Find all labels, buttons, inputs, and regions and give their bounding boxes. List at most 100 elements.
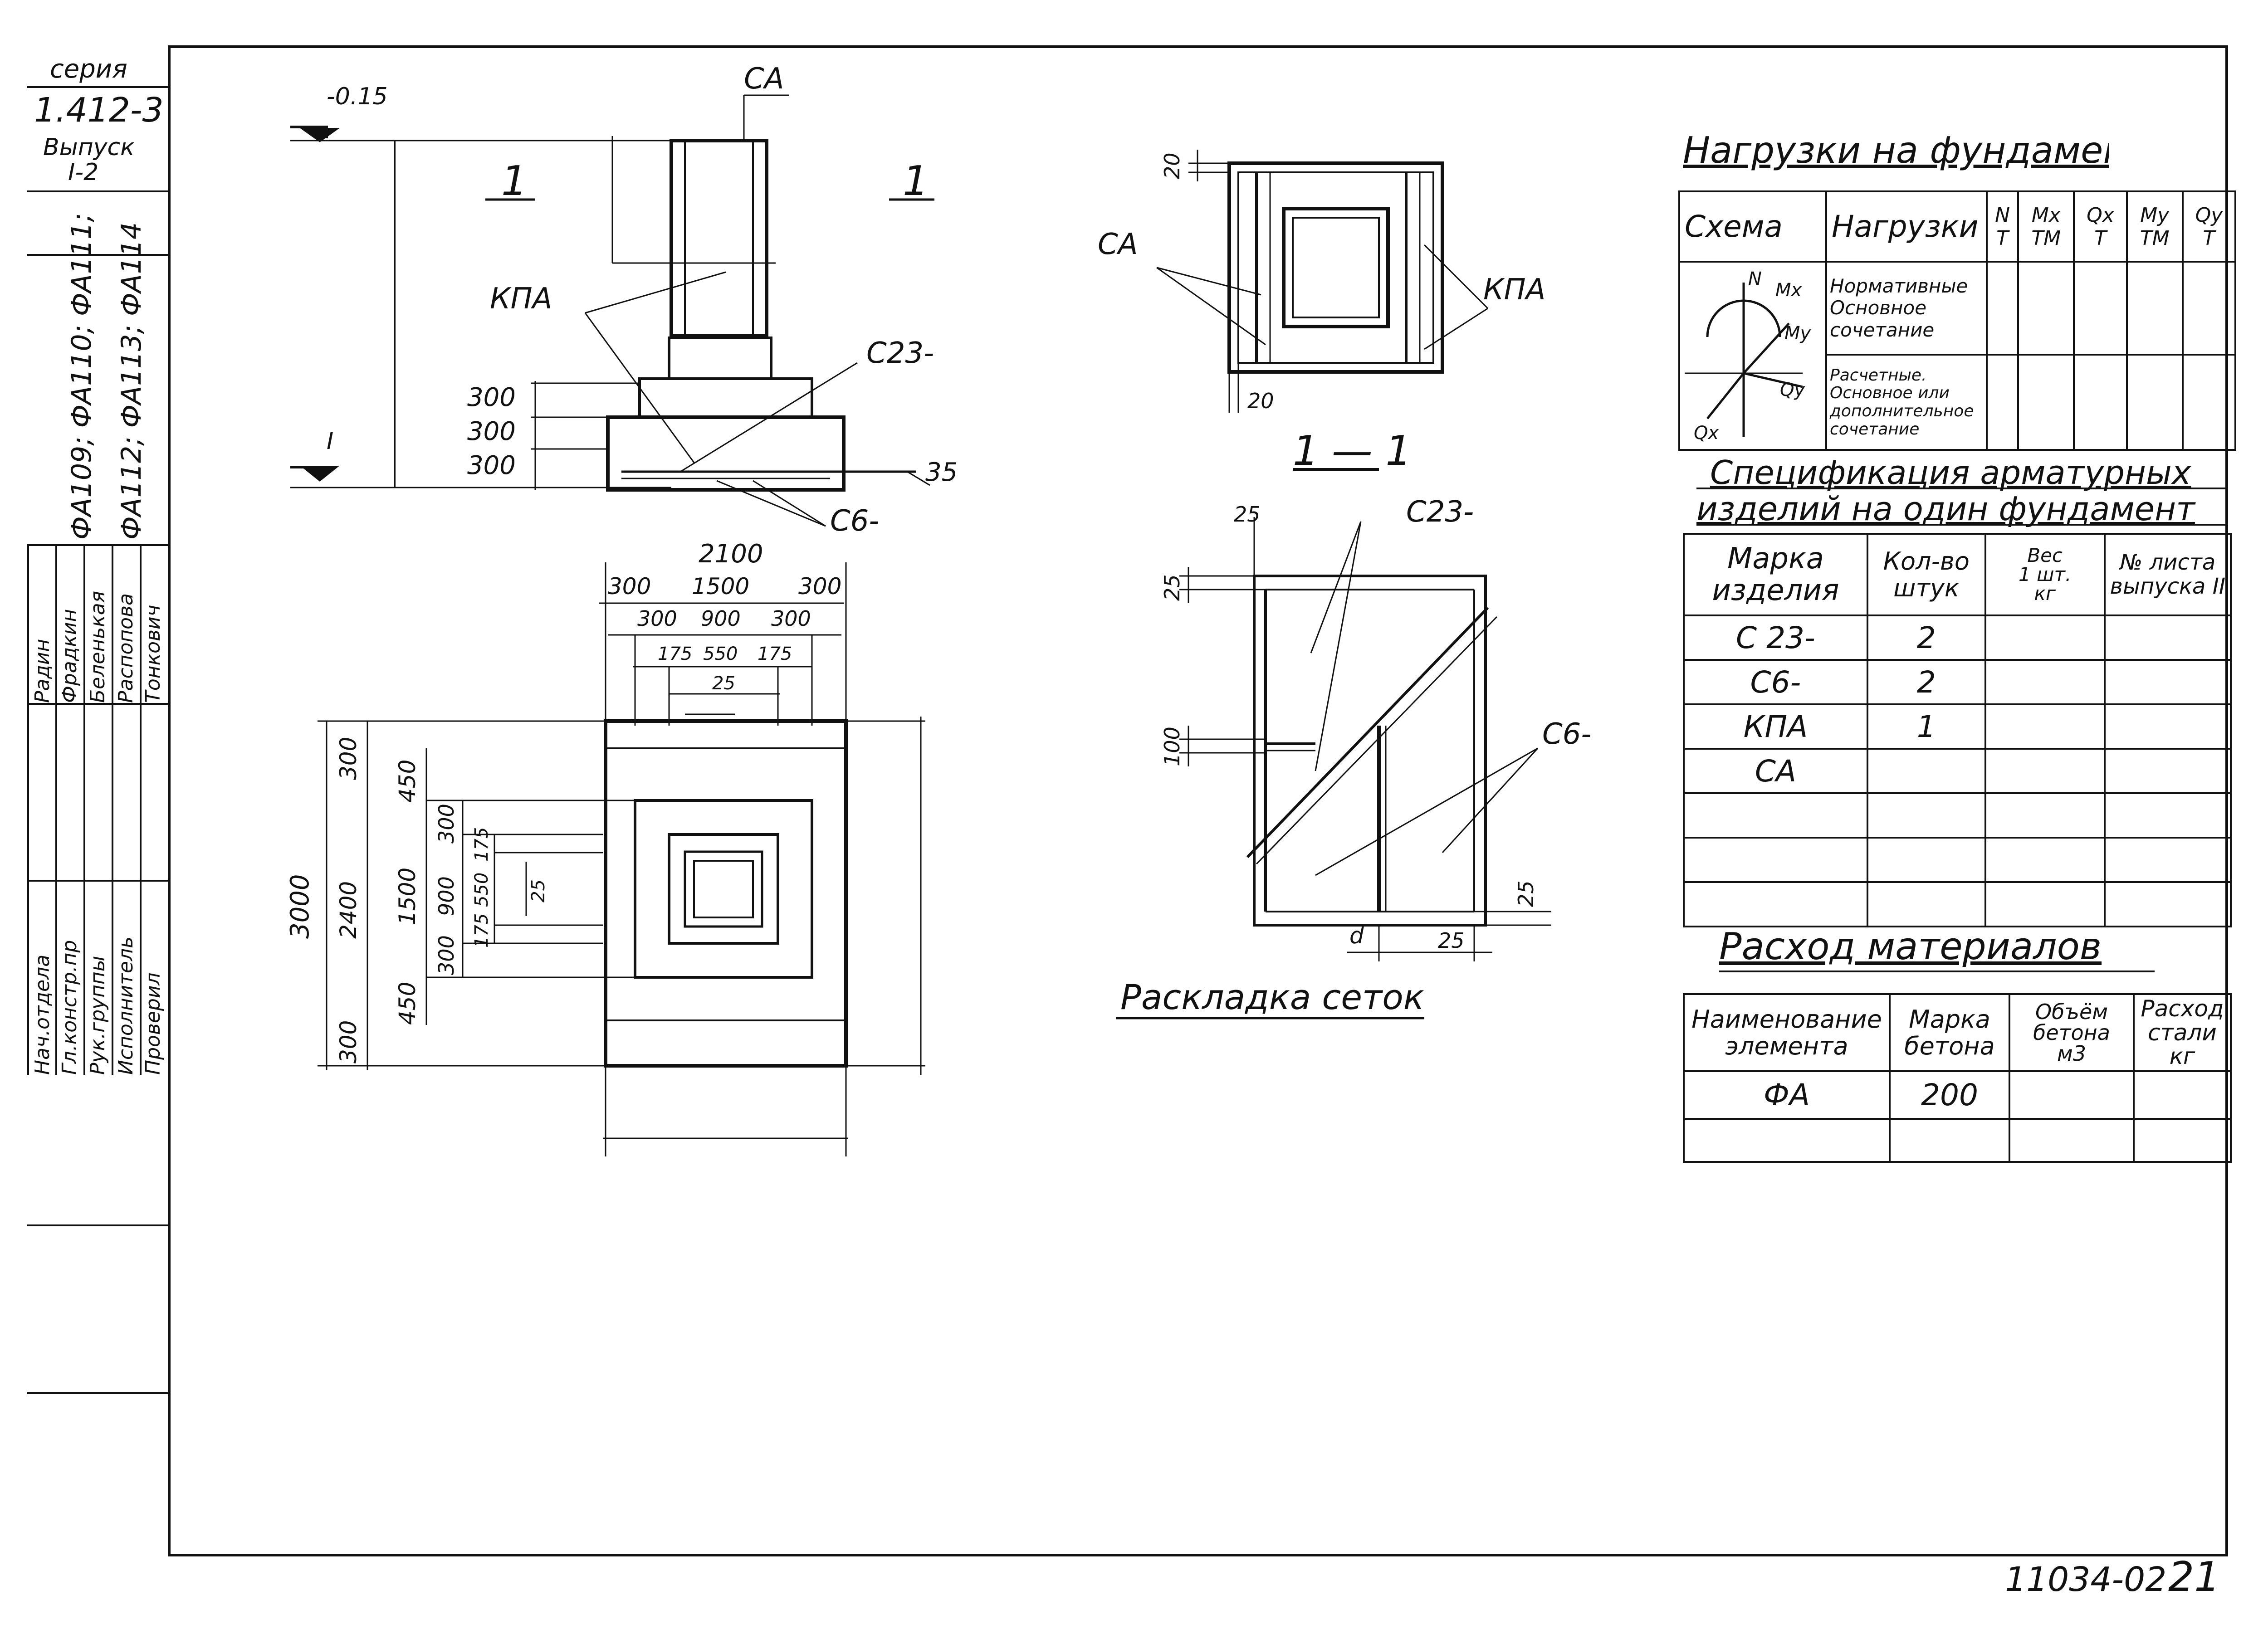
spec-r1-mark: С 23- [1683, 615, 1868, 661]
stamp-line [27, 1224, 168, 1226]
loads-header-loads: Нагрузки [1825, 190, 1988, 263]
plan-width-r4-b: 550 [703, 644, 738, 664]
stamp-line [27, 544, 168, 546]
plan-height-r5-a: 175 [471, 827, 492, 862]
spec-title-line-1: Спецификация арматурных [1710, 454, 2191, 492]
stamp-staff-grid [27, 544, 168, 1075]
loads-header-mx: Mx TM [2017, 190, 2075, 263]
label-c23: С23- [866, 337, 934, 370]
spec-title-rule [1696, 524, 2227, 526]
loads-header-qy: Qy T [2181, 190, 2237, 263]
label-ca: СА [744, 62, 784, 96]
materials-header-steel: Расход стали кг [2133, 993, 2232, 1072]
plan-width-r5: 25 [712, 673, 735, 694]
mesh-layout-view [1116, 468, 1551, 1019]
plan-width-r2-a: 300 [608, 573, 651, 600]
stamp-block [27, 54, 171, 1551]
scheme-mx: Mx [1775, 280, 1802, 301]
loads-title: Нагрузки на фундамен [1683, 129, 2109, 171]
spec-r2-qty: 2 [1866, 659, 1986, 705]
spec-title-line-2: изделий на один фундамент [1696, 490, 2195, 528]
spec-r1-qty: 2 [1866, 615, 1986, 661]
plan-view [318, 562, 925, 1156]
stamp-line [27, 254, 168, 256]
step-dim-2: 300 [467, 417, 516, 446]
stamp-series-number: 1.412-3 [34, 91, 164, 130]
mesh-dim-1: 25 [1234, 502, 1261, 527]
label-kpa: КПА [490, 282, 552, 316]
scheme-qx: Qx [1694, 423, 1719, 444]
spec-header-sheet: № листа выпуска II [2103, 533, 2232, 616]
cage-label-kpa: КПА [1483, 273, 1545, 307]
plan-height-r5-b: 550 [471, 873, 492, 907]
plan-width-r2-b: 1500 [692, 573, 749, 600]
materials-title: Расход материалов [1719, 925, 2102, 968]
loads-scheme-cell: N Mx My Qy Qx [1678, 261, 1827, 451]
stamp-series-label: серия [50, 54, 127, 84]
level-top-label: -0.15 [327, 83, 388, 110]
step-dim-3: 300 [467, 451, 516, 480]
spec-header-mark: Марка изделия [1683, 533, 1868, 616]
plan-height-r6: 25 [528, 879, 549, 902]
spec-r2-mark: С6- [1683, 659, 1868, 705]
materials-header-volume: Объём бетона м3 [2009, 993, 2135, 1072]
loads-header-qx: Qx T [2073, 190, 2128, 263]
loads-header-my: My TM [2126, 190, 2184, 263]
plan-width-r2-c: 300 [798, 573, 841, 600]
plan-height-total: 3000 [285, 874, 315, 939]
plan-width-r4-a: 175 [658, 644, 692, 664]
plan-height-r2-b: 2400 [335, 881, 362, 939]
materials-r1-grade: 200 [1889, 1070, 2010, 1120]
materials-title-rule [1719, 971, 2155, 972]
stamp-issue-label: Выпуск [43, 134, 135, 161]
spec-title-rule [1696, 488, 2227, 489]
loads-table: Схема Нагрузки N T Mx TM Qx T My TM Qy T… [1678, 190, 2237, 451]
drawings-svg: -0.15 I 1 1 СА КПА С23- С6- 300 300 300 … [285, 62, 1592, 1156]
mesh-dim-5: 25 [1514, 880, 1538, 907]
plan-height-r3-c: 450 [394, 982, 420, 1025]
materials-header-grade: Марка бетона [1889, 993, 2010, 1072]
cage-label-ca: СА [1098, 228, 1138, 261]
loads-row2-label: Расчетные. Основное или дополнительное с… [1825, 354, 1988, 451]
loads-header-n: N T [1985, 190, 2019, 263]
plan-width-r3-b: 900 [701, 606, 741, 631]
stamp-line [27, 86, 168, 88]
level-bottom-label: I [327, 428, 333, 455]
spec-r4-mark: СА [1683, 748, 1868, 794]
spec-table: Марка изделия Кол-во штук Вес 1 шт. кг №… [1683, 533, 2232, 927]
cage-plan-view [1156, 150, 1489, 413]
mesh-dim-6: d [1349, 922, 1364, 949]
plan-height-r4-a: 300 [434, 804, 459, 844]
frame-top-line [168, 45, 2132, 48]
stamp-issue-number: I-2 [68, 159, 99, 186]
mesh-section-title: 1 — 1 [1293, 427, 1412, 475]
cage-dim-top: 20 [1160, 152, 1184, 179]
loads-header-scheme: Схема [1678, 190, 1827, 263]
sheet-number: 21 [2168, 1553, 2220, 1601]
spec-r3-mark: КПА [1683, 703, 1868, 750]
mesh-dim-3: 100 [1160, 727, 1184, 766]
section-mark-right: 1 [903, 157, 929, 205]
plan-height-r3-b: 1500 [394, 868, 420, 925]
spec-header-weight: Вес 1 шт. кг [1984, 533, 2106, 616]
elevation-view [290, 94, 934, 527]
plan-height-r2-a: 300 [335, 737, 362, 780]
plan-height-r5-c: 175 [471, 913, 492, 948]
plan-height-r4-c: 300 [434, 935, 459, 975]
mesh-dim-4: 25 [1438, 928, 1465, 953]
materials-r1-name: ФА [1683, 1070, 1891, 1120]
spec-r3-qty: 1 [1866, 703, 1986, 750]
plan-height-r4-b: 900 [434, 876, 459, 916]
plan-width-r4-c: 175 [758, 644, 792, 664]
loads-row1-label: Нормативные Основное сочетание [1825, 261, 1988, 356]
mesh-dim-2: 25 [1160, 574, 1184, 601]
cover-dim: 35 [925, 458, 958, 487]
label-c6: С6- [830, 504, 880, 538]
materials-header-name: Наименование элемента [1683, 993, 1891, 1072]
stamp-line [27, 1392, 168, 1394]
load-scheme-diagram: N Mx My Qy Qx [1685, 268, 1812, 444]
plan-width-total: 2100 [699, 539, 763, 569]
plan-height-r3-a: 450 [394, 760, 420, 803]
plan-width-r3-c: 300 [771, 606, 811, 631]
step-dim-1: 300 [467, 383, 516, 412]
